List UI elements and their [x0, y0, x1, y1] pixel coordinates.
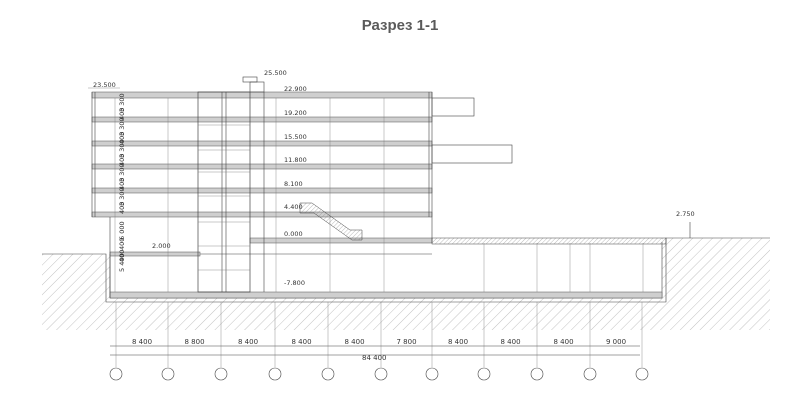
- elevation-ground-right: 2.750: [676, 210, 695, 218]
- elevation-0: 0.000: [284, 230, 303, 238]
- axis-circle: [374, 367, 388, 381]
- axis-circle: [635, 367, 649, 381]
- elevation-basement: -7.800: [284, 279, 305, 287]
- axis-circle: [425, 367, 439, 381]
- elevation-2: 2.000: [152, 242, 171, 250]
- span-label: 8 400: [238, 338, 258, 346]
- grid-axis-markers: [109, 367, 649, 381]
- stair-core: [197, 91, 251, 293]
- story-height-label: 400: [118, 132, 126, 144]
- span-label: 8 400: [292, 338, 312, 346]
- story-height-label: 400: [118, 250, 126, 262]
- story-height-label: 5 400: [118, 253, 126, 272]
- axis-circle: [583, 367, 597, 381]
- axis-circle: [268, 367, 282, 381]
- elevation-roof-top: 25.500: [264, 69, 287, 77]
- elevation-markers: 23.500 25.500 22.900 19.200 15.500 11.80…: [88, 69, 695, 287]
- span-label: 8 400: [554, 338, 574, 346]
- story-height-label: 400: [118, 154, 126, 166]
- axis-circle: [530, 367, 544, 381]
- span-label: 7 800: [397, 338, 417, 346]
- span-label: 8 400: [501, 338, 521, 346]
- dimension-chain: 8 400 8 800 8 400 8 400 8 400 7 800 8 400 8 400…: [110, 302, 643, 367]
- axis-circle: [477, 367, 491, 381]
- story-height-label: 3 300: [118, 139, 126, 158]
- escalator: [299, 202, 363, 241]
- building-floors: [91, 91, 644, 298]
- span-label: 8 400: [345, 338, 365, 346]
- story-height-label: 3 300: [118, 187, 126, 206]
- span-label: 8 400: [132, 338, 152, 346]
- axis-circle: [321, 367, 335, 381]
- elevation-19: 19.200: [284, 109, 307, 117]
- span-label: 9 000: [606, 338, 626, 346]
- axis-circle: [161, 367, 175, 381]
- elevation-15: 15.500: [284, 133, 307, 141]
- span-label: 8 800: [185, 338, 205, 346]
- axis-circle: [214, 367, 228, 381]
- axis-circle: [109, 367, 123, 381]
- total-span-label: 84 400: [362, 354, 387, 362]
- elevation-4: 4.400: [284, 203, 303, 211]
- story-height-label: 400: [118, 202, 126, 214]
- elevator-shaft: [242, 76, 265, 292]
- story-height-label: 3 300: [118, 93, 126, 112]
- story-height-label: 400: [118, 108, 126, 120]
- story-height-label: 6 000: [118, 221, 126, 240]
- drawing-title: Разрез 1-1: [361, 17, 439, 34]
- basement: [109, 237, 667, 299]
- story-height-label: 3 300: [118, 117, 126, 136]
- story-height-label: 400: [118, 178, 126, 190]
- elevation-22: 22.900: [284, 85, 307, 93]
- story-height-label: 3 300: [118, 163, 126, 182]
- span-label: 8 400: [448, 338, 468, 346]
- cantilevers: [431, 97, 513, 164]
- elevation-8: 8.100: [284, 180, 303, 188]
- elevation-11: 11.800: [284, 156, 307, 164]
- elevation-roof-left: 23.500: [93, 81, 116, 89]
- story-height-label: 400: [118, 238, 126, 250]
